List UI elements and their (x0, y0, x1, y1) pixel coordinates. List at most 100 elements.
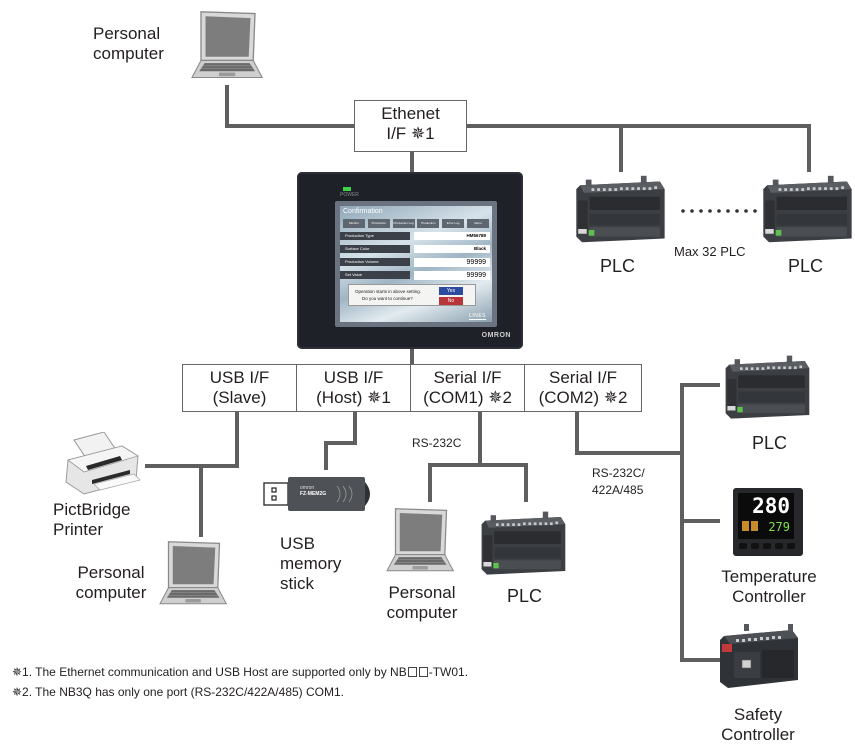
wire-com1-branch (428, 463, 528, 502)
usb-stick-label-line2: memory (280, 554, 342, 573)
top-pc-label-line1: Personal (93, 24, 161, 43)
key-button[interactable] (763, 543, 771, 549)
com1-plc-label: PLC (507, 586, 543, 606)
screen-row-label: Production Type (340, 232, 410, 240)
plc-icon (758, 172, 855, 248)
dotted-separator (681, 209, 757, 213)
printer-label-line2: Printer (53, 520, 104, 539)
wire-com2 (575, 412, 682, 455)
serial-com2-interface: Serial I/F (COM2) ✵2 (525, 365, 641, 411)
screen-row-value: 99999 (414, 271, 490, 280)
screen-tab[interactable]: Production Status (367, 219, 390, 228)
status-indicator-icon (742, 521, 749, 531)
screen-tab[interactable]: Error Log (442, 219, 465, 228)
omron-logo: OMRON (481, 332, 511, 339)
serial-com1-interface: Serial I/F (COM1) ✵2 (411, 365, 525, 411)
usb-host-interface: USB I/F (Host) ✵1 (297, 365, 411, 411)
key-button[interactable] (739, 543, 747, 549)
screen-row: Surface Color Black (340, 245, 492, 253)
screen-row-label: Surface Color (340, 245, 410, 253)
screen-row: Production Type HM56789 (340, 232, 492, 240)
screen-row-value: 99999 (414, 258, 490, 267)
screen-footer: LINES (469, 313, 486, 320)
interface-label-line1: Serial I/F (433, 368, 502, 387)
temp-controller-label-line2: Controller (732, 587, 806, 606)
screen-tab[interactable]: Menu (466, 219, 489, 228)
screen-row: Set Value 99999 (340, 271, 492, 280)
interface-label-line1: USB I/F (323, 368, 384, 387)
hmi-screen: Confirmation Monitor Production Status P… (340, 206, 492, 322)
hmi-screen-bezel: Confirmation Monitor Production Status P… (335, 201, 497, 327)
safety-controller-label-line2: Controller (721, 725, 795, 744)
interface-label-line2: (COM1) ✵2 (423, 388, 512, 407)
laptop-icon (154, 540, 234, 608)
laptop-icon (188, 10, 268, 82)
hmi-terminal: POWER Confirmation Monitor Production St… (297, 172, 523, 349)
interface-row: USB I/F (Slave) USB I/F (Host) ✵1 Serial… (182, 364, 642, 412)
usb-slave-pc-label: Personal computer (72, 563, 150, 603)
wire-ethernet-plc-bus (467, 124, 811, 172)
com1-pc-label: Personal computer (383, 583, 461, 623)
temp-sv: 279 (768, 520, 790, 534)
usb-stick-icon (263, 477, 370, 511)
screen-tab[interactable]: Production Log (392, 219, 415, 228)
laptop-icon (382, 507, 460, 575)
screen-tab[interactable]: Monitor (343, 219, 365, 228)
top-plc2-label: PLC (788, 256, 824, 276)
pc-label-line2: computer (386, 603, 458, 622)
key-button[interactable] (787, 543, 795, 549)
printer-label-line1: PictBridge (53, 500, 131, 519)
max-plc-label: Max 32 PLC (674, 244, 746, 259)
temp-controller-label: Temperature Controller (716, 567, 822, 607)
footnote-text: The Ethernet communication and USB Host … (32, 665, 407, 679)
usb-slave-interface: USB I/F (Slave) (183, 365, 297, 411)
ethernet-interface-line2: I/F ✵1 (386, 124, 435, 143)
com2-protocol-label: RS-232C/ 422A/485 (592, 465, 645, 499)
confirm-dialog: Operation starts in above setting. Do yo… (348, 284, 476, 306)
footnote-text: The NB3Q has only one port (RS-232C/422A… (32, 685, 344, 699)
plc-icon (571, 172, 669, 248)
screen-row-value: HM56789 (414, 232, 490, 240)
temp-display: 280 279 (738, 493, 794, 539)
interface-label-line1: USB I/F (209, 368, 270, 387)
usb-stick-brand: omron (300, 485, 315, 491)
temperature-controller-device: 280 279 (733, 488, 803, 556)
status-indicator-icon (751, 521, 758, 531)
ethernet-interface-line1: Ethenet (381, 104, 440, 123)
footnote-2: ✵2. The NB3Q has only one port (RS-232C/… (12, 684, 344, 700)
screen-tab[interactable]: Production Setting (417, 219, 440, 228)
pc-label-line1: Personal (388, 583, 456, 602)
screen-tabs: Monitor Production Status Production Log… (343, 219, 489, 228)
top-pc-label: Personal computer (93, 24, 164, 64)
temp-controller-label-line1: Temperature (721, 567, 817, 586)
screen-row-value: Black (414, 245, 490, 253)
safety-controller-label: Safety Controller (708, 705, 808, 745)
placeholder-box-icon (407, 667, 417, 677)
printer-icon (65, 432, 141, 495)
pc-label-line1: Personal (77, 563, 145, 582)
safety-controller-label-line1: Safety (733, 705, 783, 724)
wire-usb-slave (145, 412, 239, 468)
yes-button[interactable]: Yes (439, 287, 463, 295)
interface-label-line2: (Slave) (212, 388, 267, 407)
com1-protocol-label: RS-232C (412, 436, 462, 450)
wire-pc-ethernet (225, 85, 354, 128)
no-button[interactable]: No (439, 297, 463, 305)
screen-row: Production Volume 99999 (340, 258, 492, 267)
footnote-1: ✵1. The Ethernet communication and USB H… (12, 664, 468, 680)
top-pc-label-line2: computer (93, 44, 164, 63)
pc-label-line2: computer (75, 583, 147, 602)
plc-icon (476, 508, 570, 580)
key-button[interactable] (775, 543, 783, 549)
dialog-line2: Do you want to continue? (362, 296, 413, 301)
com2-plc-label: PLC (752, 433, 788, 453)
temp-pv: 280 (752, 494, 790, 518)
com2-protocol-line1: RS-232C/ (592, 466, 645, 480)
usb-stick-label-line1: USB (280, 534, 315, 553)
usb-stick-label-line3: stick (280, 574, 314, 593)
key-button[interactable] (751, 543, 759, 549)
usb-stick-model: FZ-MEM2G (300, 491, 327, 497)
wire-usb-host (324, 412, 357, 470)
screen-row-label: Set Value (340, 271, 410, 279)
